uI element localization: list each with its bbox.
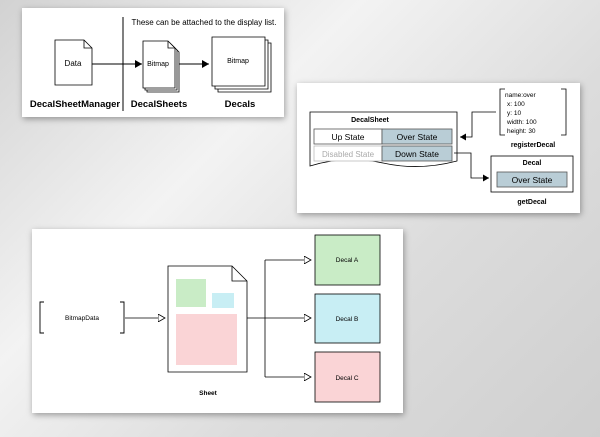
decal-a-label: Decal A [336, 257, 359, 264]
overview-diagram: These can be attached to the display lis… [30, 17, 277, 111]
decal-over-state-button[interactable] [496, 171, 568, 188]
info-line-name: name:over [505, 92, 537, 99]
decal-over-state-label: Over State [512, 175, 553, 185]
bitmapdata-label: BitmapData [65, 315, 99, 322]
get-decal-arrow [454, 152, 489, 182]
sheet-region-b [212, 293, 234, 308]
decal-stack-icon [211, 36, 272, 93]
info-line-x: x: 100 [507, 101, 525, 108]
split-diagram: BitmapData Sheet Decal A Decal B Decal C [39, 234, 381, 403]
register-diagram: DecalSheet Up State Over State Disabled … [309, 88, 574, 206]
bitmap-stack-icon [142, 40, 180, 93]
info-bracket [499, 88, 567, 136]
sheet-region-c [176, 314, 237, 365]
info-line-y: y: 10 [507, 110, 521, 117]
register-arrow [460, 111, 496, 141]
decals-label: Decals [225, 99, 256, 110]
info-line-height: height: 30 [507, 128, 536, 135]
sheet-split-panel: BitmapData Sheet Decal A Decal B Decal C [32, 229, 403, 413]
decal-register-panel: DecalSheet Up State Over State Disabled … [297, 83, 580, 213]
decal-b-box [314, 293, 381, 344]
register-decal-label: registerDecal [511, 142, 555, 149]
decal-title: Decal [523, 160, 542, 167]
over-state-label: Over State [397, 132, 438, 142]
decal-a-box [314, 234, 381, 286]
up-state-label: Up State [331, 132, 364, 142]
data-document-icon [54, 39, 93, 86]
sheet-region-a [176, 279, 206, 307]
disabled-state-label: Disabled State [322, 150, 375, 159]
decal-sheet-title: DecalSheet [351, 117, 389, 124]
decal-sheet-manager-label: DecalSheetManager [30, 99, 121, 110]
bitmap-stack-b-label: Bitmap [227, 58, 249, 65]
over-state-button[interactable] [381, 128, 453, 145]
decal-c-label: Decal C [335, 375, 358, 382]
decal-sheets-label: DecalSheets [131, 99, 188, 110]
decal-sheet-overview-panel: These can be attached to the display lis… [22, 8, 284, 117]
sheet-label: Sheet [199, 390, 218, 397]
info-line-width: width: 100 [506, 119, 537, 126]
data-doc-label: Data [65, 59, 82, 68]
decal-b-label: Decal B [336, 316, 359, 323]
bitmap-stack-a-label: Bitmap [147, 61, 169, 68]
bitmapdata-bracket [39, 301, 125, 334]
attach-note: These can be attached to the display lis… [132, 18, 277, 27]
decal-c-box [314, 351, 381, 403]
down-state-button[interactable] [381, 145, 453, 162]
get-decal-label: getDecal [517, 199, 546, 206]
down-state-label: Down State [395, 149, 439, 159]
